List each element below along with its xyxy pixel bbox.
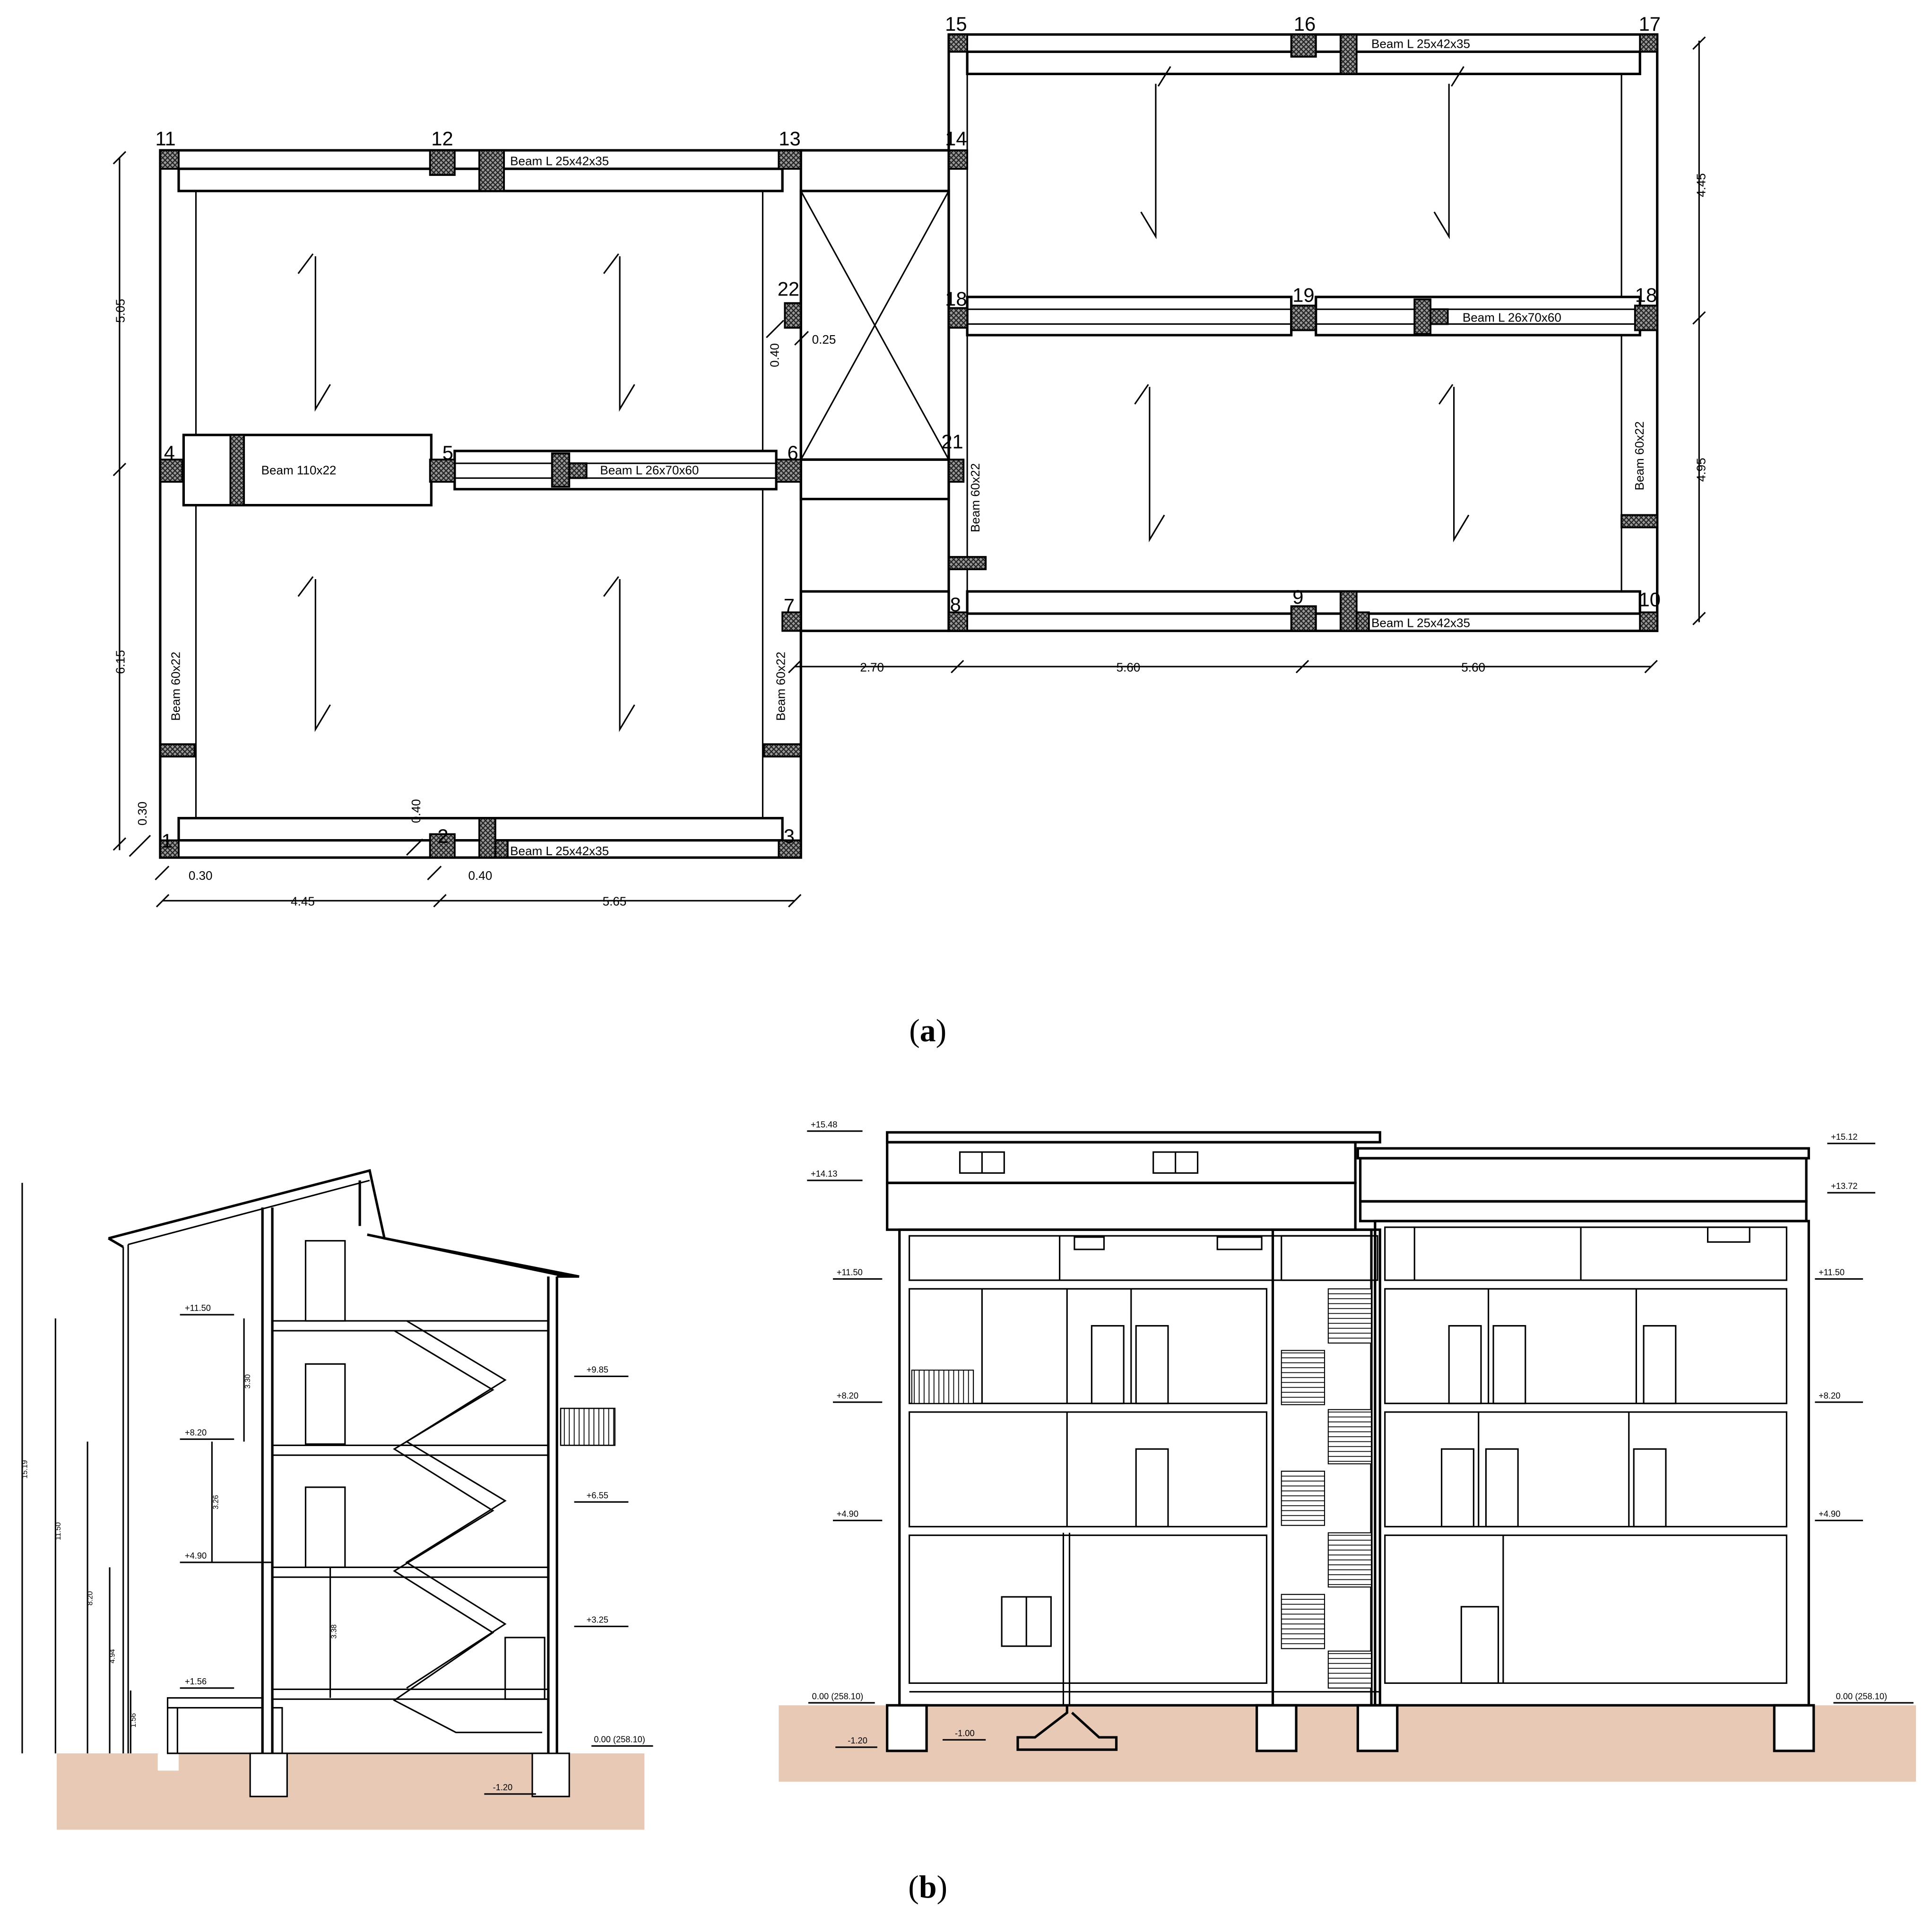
level-label: +11.50 — [1819, 1267, 1845, 1277]
dimension-label: 4.45 — [291, 894, 315, 909]
level-label: +8.20 — [185, 1427, 207, 1437]
height-dims-left: 3.30 3.26 3.38 — [211, 1318, 338, 1698]
beam-label: Beam L 26x70x60 — [1463, 310, 1561, 324]
beam-label: Beam L 25x42x35 — [1371, 37, 1470, 51]
column-label: 14 — [945, 128, 967, 150]
beam-label: Beam 60x22 — [773, 652, 788, 721]
level-label: +15.12 — [1831, 1132, 1857, 1142]
level-label: +4.90 — [1819, 1509, 1840, 1519]
dimension-label: 4.45 — [1694, 173, 1708, 197]
column-label: 13 — [779, 128, 800, 150]
dimension-label: 5.60 — [1461, 660, 1485, 675]
height-label: 3.26 — [212, 1495, 220, 1509]
section-right: +15.48 +14.13 +11.50 +8.20 +4.90 0.00 (2… — [779, 1119, 1916, 1782]
vertical-dims-left: 15.19 11.50 8.20 4.94 1.56 — [21, 1183, 138, 1753]
dimension-label: 0.30 — [189, 868, 213, 883]
dimension-label: 0.40 — [409, 799, 423, 823]
beam-label: Beam L 25x42x35 — [510, 844, 609, 858]
level-label: +3.25 — [587, 1615, 608, 1625]
column-label: 18 — [1635, 284, 1657, 306]
stairs — [393, 1320, 542, 1734]
level-label: +15.48 — [811, 1119, 837, 1129]
column-label: 10 — [1639, 588, 1661, 610]
beam-label: Beam 60x22 — [169, 652, 183, 721]
dimension-label: 2.70 — [860, 660, 884, 675]
level-label: -1.20 — [493, 1782, 513, 1792]
dimension-label: 0.40 — [468, 868, 493, 883]
level-label: -1.00 — [955, 1728, 975, 1738]
plan-dimensions: 5.05 6.15 0.30 0.40 0.40 0.25 4.45 4.95 … — [113, 36, 1708, 909]
plan-right-block — [947, 33, 1659, 633]
height-label: 3.30 — [244, 1374, 252, 1389]
beam-label: Beam 60x22 — [1632, 421, 1646, 490]
dimension-label: 0.30 — [135, 802, 149, 826]
column-label: 19 — [1292, 284, 1314, 306]
caption-a: (a) — [909, 1013, 946, 1048]
level-markers-left: +11.50 +8.20 +4.90 +1.56 +9.85 +6.55 +3.… — [180, 1303, 653, 1795]
column-label: 3 — [784, 825, 795, 847]
level-label: 0.00 (258.10) — [1836, 1691, 1887, 1701]
level-markers-right-left: +15.48 +14.13 +11.50 +8.20 +4.90 0.00 (2… — [807, 1119, 986, 1748]
level-label: +11.50 — [837, 1267, 863, 1277]
level-label: +1.56 — [185, 1676, 207, 1686]
dimension-label: 6.15 — [113, 650, 127, 674]
dimension-label: 4.95 — [1694, 458, 1708, 482]
dimension-label: 5.05 — [113, 299, 127, 323]
level-label: +9.85 — [587, 1365, 608, 1375]
level-label: +8.20 — [1819, 1390, 1840, 1400]
column-label: 12 — [431, 128, 453, 150]
beam-label: Beam 60x22 — [968, 463, 982, 532]
floor-plan: 1 2 3 4 5 6 7 8 9 10 11 12 13 14 15 16 1… — [113, 13, 1708, 1048]
height-label: 3.38 — [330, 1624, 338, 1639]
section-left: +11.50 +8.20 +4.90 +1.56 +9.85 +6.55 +3.… — [21, 1169, 653, 1830]
vertical-label: 11.50 — [54, 1522, 62, 1540]
column-label: 22 — [778, 278, 799, 300]
dimension-label: 5.65 — [603, 894, 627, 909]
column-label: 16 — [1294, 13, 1316, 35]
column-label: 5 — [442, 442, 453, 464]
vertical-label: 15.19 — [21, 1460, 29, 1479]
column-label: 8 — [950, 593, 961, 616]
beam-label: Beam L 25x42x35 — [1371, 616, 1470, 630]
dimension-label: 0.40 — [767, 343, 781, 367]
level-label: 0.00 (258.10) — [812, 1691, 863, 1701]
plan-column-labels: 1 2 3 4 5 6 7 8 9 10 11 12 13 14 15 16 1… — [155, 13, 1661, 852]
vertical-label: 8.20 — [87, 1591, 95, 1605]
vertical-label: 4.94 — [108, 1649, 116, 1664]
column-label: 11 — [155, 128, 175, 150]
beam-label: Beam 110x22 — [261, 463, 337, 477]
level-label: 0.00 (258.10) — [594, 1734, 645, 1744]
level-label: +4.90 — [185, 1551, 207, 1561]
column-label: 15 — [945, 13, 967, 35]
plan-left-block — [159, 149, 802, 859]
dimension-label: 5.60 — [1116, 660, 1140, 675]
column-label: 17 — [1639, 13, 1661, 35]
level-label: -1.20 — [848, 1735, 867, 1745]
level-label: +14.13 — [811, 1169, 837, 1179]
caption-b: (b) — [908, 1869, 947, 1905]
level-label: +11.50 — [185, 1303, 211, 1313]
plan-columns — [159, 34, 1658, 859]
column-label: 18 — [945, 287, 967, 310]
level-label: +8.20 — [837, 1390, 858, 1400]
plan-stair-void — [799, 149, 950, 633]
column-label: 7 — [784, 594, 795, 616]
dimension-label: 0.25 — [812, 332, 836, 347]
level-label: +13.72 — [1831, 1181, 1857, 1191]
column-label: 21 — [941, 431, 963, 453]
level-label: +6.55 — [587, 1490, 608, 1500]
column-label: 9 — [1292, 586, 1303, 608]
vertical-label: 1.56 — [130, 1713, 138, 1727]
column-label: 1 — [162, 830, 173, 852]
level-label: +4.90 — [837, 1509, 858, 1519]
plan-beam-labels: Beam L 25x42x35 Beam L 25x42x35 Beam L 2… — [169, 37, 1646, 858]
column-label: 2 — [437, 825, 448, 847]
column-label: 6 — [788, 442, 798, 464]
beam-label: Beam L 25x42x35 — [510, 154, 609, 168]
beam-label: Beam L 26x70x60 — [600, 463, 699, 477]
column-label: 4 — [164, 442, 175, 464]
level-markers-right-right: +15.12 +13.72 +11.50 +8.20 +4.90 0.00 (2… — [1815, 1132, 1914, 1704]
